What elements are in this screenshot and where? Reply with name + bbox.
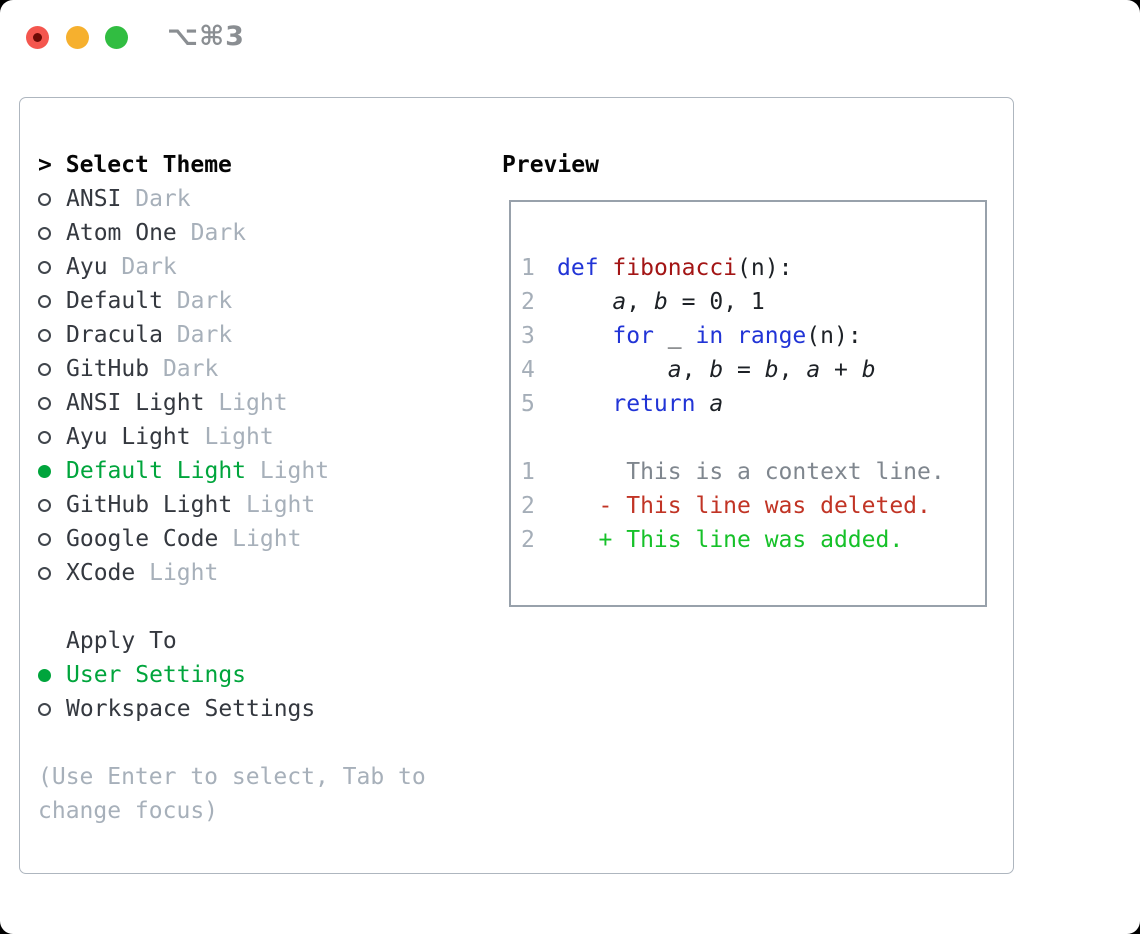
code-line: 5 return a xyxy=(521,387,985,421)
theme-name-label: Ayu xyxy=(66,254,108,280)
minimize-button[interactable] xyxy=(66,26,89,49)
theme-option[interactable]: GitHub Light Light xyxy=(38,488,329,522)
line-number: 5 xyxy=(521,391,535,417)
apply-option[interactable]: Workspace Settings xyxy=(38,692,315,726)
radio-icon xyxy=(38,567,51,580)
apply-option-label: User Settings xyxy=(66,662,247,688)
theme-name-label: GitHub Light xyxy=(66,492,233,518)
theme-option[interactable]: XCode Light xyxy=(38,556,329,590)
theme-name-label: XCode xyxy=(66,560,136,586)
line-number: 3 xyxy=(521,323,535,349)
diff-line-deleted: 2 - This line was deleted. xyxy=(521,489,985,523)
theme-name-label: Ayu Light xyxy=(66,424,191,450)
theme-option[interactable]: ANSI Dark xyxy=(38,182,329,216)
blank-line xyxy=(521,421,985,455)
theme-name-label: Dracula xyxy=(66,322,163,348)
selection-cursor-icon: > xyxy=(38,152,52,178)
radio-icon xyxy=(38,499,51,512)
radio-icon xyxy=(38,261,51,274)
diff-content: - This line was deleted. xyxy=(557,493,931,519)
code-content: return a xyxy=(612,391,724,417)
radio-icon xyxy=(38,397,51,410)
selected-radio-icon xyxy=(38,669,51,682)
code-line: 3 for _ in range(n): xyxy=(521,319,985,353)
line-number: 1 xyxy=(521,255,535,281)
theme-select-title: Select Theme xyxy=(65,152,232,178)
theme-variant-label: Light xyxy=(246,458,330,484)
apply-option-label: Workspace Settings xyxy=(66,696,316,722)
line-number: 2 xyxy=(521,527,535,553)
line-number: 4 xyxy=(521,357,535,383)
theme-variant-label: Light xyxy=(218,526,302,552)
theme-name-label: GitHub xyxy=(66,356,150,382)
code-line: 2 a, b = 0, 1 xyxy=(521,285,985,319)
diff-content: This is a context line. xyxy=(557,459,945,485)
theme-name-label: Default Light xyxy=(66,458,247,484)
theme-option[interactable]: Dracula Dark xyxy=(38,318,329,352)
theme-option[interactable]: Default Dark xyxy=(38,284,329,318)
theme-variant-label: Dark xyxy=(162,322,233,348)
apply-option[interactable]: User Settings xyxy=(38,658,315,692)
radio-icon xyxy=(38,227,51,240)
zoom-button[interactable] xyxy=(105,26,128,49)
apply-to-title: Apply To xyxy=(66,628,177,654)
theme-name-label: Atom One xyxy=(66,220,177,246)
diff-line-added: 2 + This line was added. xyxy=(521,523,985,557)
theme-option[interactable]: Ayu Light Light xyxy=(38,420,329,454)
theme-name-label: ANSI xyxy=(66,186,122,212)
radio-icon xyxy=(38,295,51,308)
code-content: def fibonacci(n): xyxy=(557,255,793,281)
radio-icon xyxy=(38,329,51,342)
code-line: 1 def fibonacci(n): xyxy=(521,251,985,285)
theme-variant-label: Dark xyxy=(107,254,177,280)
theme-variant-label: Dark xyxy=(162,288,233,314)
code-line: 4 a, b = b, a + b xyxy=(521,353,985,387)
theme-option[interactable]: GitHub Dark xyxy=(38,352,329,386)
line-number: 1 xyxy=(521,459,535,485)
help-text: (Use Enter to select, Tab to change focus… xyxy=(38,760,426,828)
diff-content: + This line was added. xyxy=(557,527,904,553)
window-shortcut-label: ⌥⌘3 xyxy=(167,21,245,52)
radio-icon xyxy=(38,193,51,206)
theme-variant-label: Light xyxy=(135,560,219,586)
theme-option[interactable]: Atom One Dark xyxy=(38,216,329,250)
theme-name-label: Default xyxy=(66,288,163,314)
theme-variant-label: Light xyxy=(232,492,316,518)
code-content: for _ in range(n): xyxy=(612,323,862,349)
diff-line-context: 1 This is a context line. xyxy=(521,455,985,489)
radio-icon xyxy=(38,363,51,376)
theme-select-header: > Select Theme xyxy=(38,148,329,182)
theme-option[interactable]: Google Code Light xyxy=(38,522,329,556)
theme-variant-label: Dark xyxy=(149,356,219,382)
radio-icon xyxy=(38,703,51,716)
help-text-line: change focus) xyxy=(38,798,219,824)
theme-variant-label: Light xyxy=(204,390,288,416)
theme-name-label: ANSI Light xyxy=(66,390,205,416)
theme-variant-label: Dark xyxy=(121,186,191,212)
selected-radio-icon xyxy=(38,465,51,478)
radio-icon xyxy=(38,533,51,546)
theme-variant-label: Light xyxy=(190,424,274,450)
theme-option[interactable]: Ayu Dark xyxy=(38,250,329,284)
code-content: a, b = 0, 1 xyxy=(612,289,765,315)
theme-variant-label: Dark xyxy=(176,220,247,246)
theme-option[interactable]: Default Light Light xyxy=(38,454,329,488)
close-button[interactable] xyxy=(26,26,49,49)
theme-name-label: Google Code xyxy=(66,526,219,552)
preview-title: Preview xyxy=(502,152,599,178)
line-number: 2 xyxy=(521,493,535,519)
code-content: a, b = b, a + b xyxy=(667,357,876,383)
theme-option[interactable]: ANSI Light Light xyxy=(38,386,329,420)
line-number: 2 xyxy=(521,289,535,315)
help-text-line: (Use Enter to select, Tab to xyxy=(38,764,426,790)
radio-icon xyxy=(38,431,51,444)
